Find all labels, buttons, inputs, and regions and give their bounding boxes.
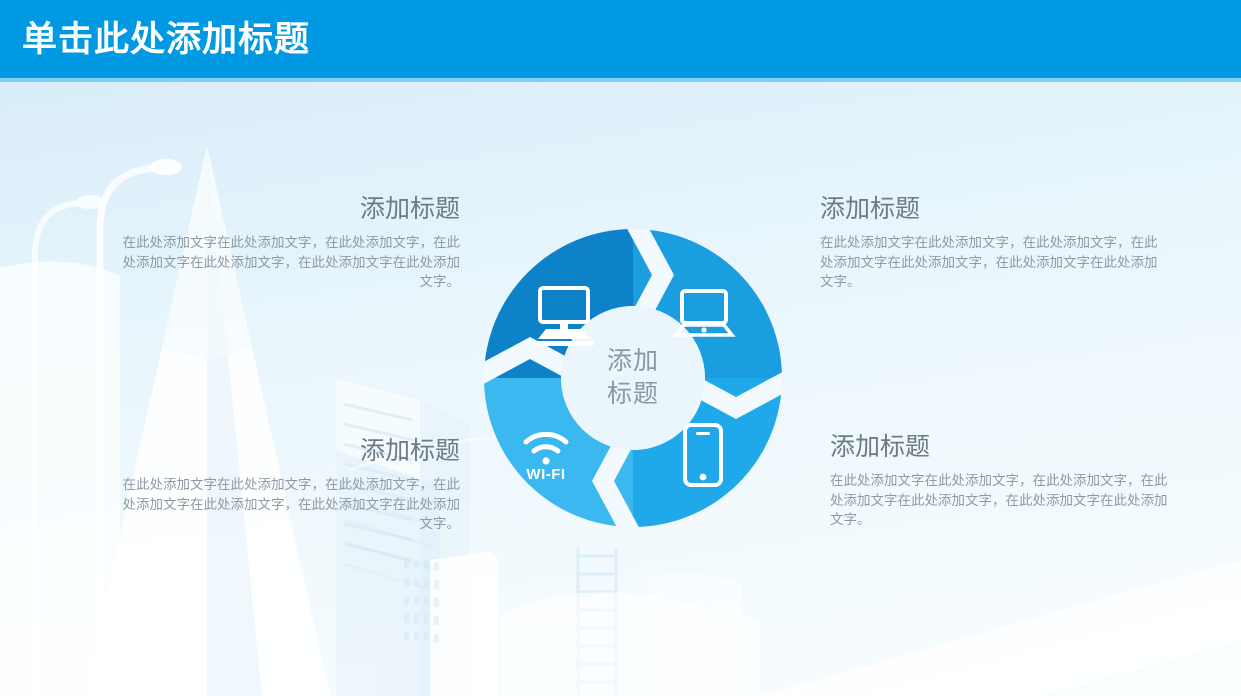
desktop-monitor-icon — [534, 286, 594, 346]
wifi-label: WI-FI — [526, 466, 566, 483]
callout-title: 添加标题 — [830, 433, 931, 461]
center-title-line-1: 添加 — [606, 347, 659, 375]
callout-body: 在此处添加文字在此处添加文字，在此处添加文字，在此处添加文字在此处添加文字，在此… — [830, 473, 1168, 527]
diagram-center-circle — [561, 306, 705, 450]
callout-title: 添加标题 — [359, 195, 460, 223]
segment-separators — [484, 229, 782, 527]
callout-body: 在此处添加文字在此处添加文字，在此处添加文字，在此处添加文字在此处添加文字，在此… — [122, 477, 461, 531]
callout-body: 在此处添加文字在此处添加文字，在此处添加文字，在此处添加文字在此处添加文字，在此… — [122, 235, 461, 289]
callout-top-left: 添加标题 在此处添加文字在此处添加文字，在此处添加文字，在此处添加文字在此处添加… — [120, 192, 461, 292]
callout-top-right: 添加标题 在此处添加文字在此处添加文字，在此处添加文字，在此处添加文字在此处添加… — [820, 192, 1160, 292]
callout-title: 添加标题 — [359, 437, 460, 465]
laptop-icon — [672, 289, 736, 337]
smartphone-icon — [683, 423, 723, 487]
callout-title: 添加标题 — [820, 195, 921, 223]
header-underline — [0, 78, 1241, 82]
callout-bottom-right: 添加标题 在此处添加文字在此处添加文字，在此处添加文字，在此处添加文字在此处添加… — [830, 430, 1170, 530]
header-bar — [0, 0, 1241, 78]
cycle-diagram-svg — [484, 229, 782, 527]
wifi-icon — [523, 431, 569, 465]
center-title-line-2: 标题 — [606, 380, 659, 408]
callout-bottom-left: 添加标题 在此处添加文字在此处添加文字，在此处添加文字，在此处添加文字在此处添加… — [120, 434, 461, 534]
diagram-center-label: 添加 标题 — [484, 229, 782, 527]
page-title: 单击此处添加标题 — [22, 20, 311, 59]
callout-body: 在此处添加文字在此处添加文字，在此处添加文字，在此处添加文字在此处添加文字，在此… — [820, 235, 1158, 289]
cycle-diagram: WI-FI 添加 标题 — [484, 229, 782, 527]
